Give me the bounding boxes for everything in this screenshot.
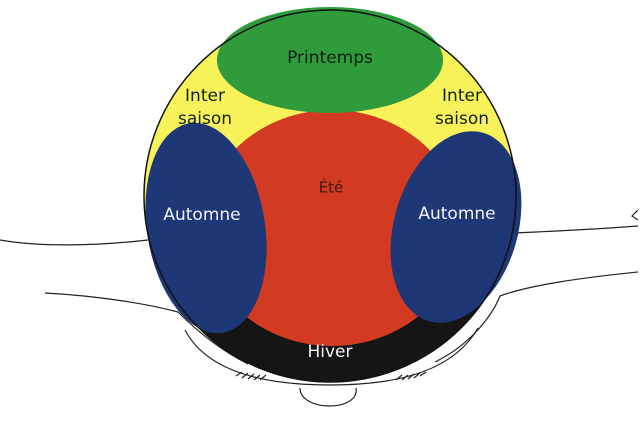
label-inter-saison-left-line2: saison [178,109,232,129]
label-inter-saison-right-line2: saison [435,109,489,129]
label-inter-saison-left-line1: Inter [185,86,225,106]
season-labels: Printemps Inter saison Inter saison Été … [163,48,495,362]
left-fringe [235,371,267,381]
left-arm-lower-line [44,292,249,365]
automne-left-area [145,122,267,334]
label-automne-right: Automne [418,204,495,224]
torso-bottom-curve [184,327,479,386]
disk-outline [143,9,517,383]
navel-bump [299,387,357,407]
automne-right-area [390,131,522,323]
right-edge-line [631,209,639,221]
right-fringe [395,371,427,381]
label-automne-left: Automne [163,205,240,225]
body-outline-drawing [0,209,639,407]
label-inter-saison-right-line1: Inter [442,86,482,106]
left-arm-upper-line [0,239,149,246]
label-printemps: Printemps [287,48,373,68]
label-ete: Été [319,178,344,197]
right-arm-lower-line [434,271,639,363]
printemps-area [217,7,443,113]
seasons-disk [143,7,522,383]
right-arm-upper-line [514,225,639,234]
label-hiver: Hiver [307,342,352,362]
